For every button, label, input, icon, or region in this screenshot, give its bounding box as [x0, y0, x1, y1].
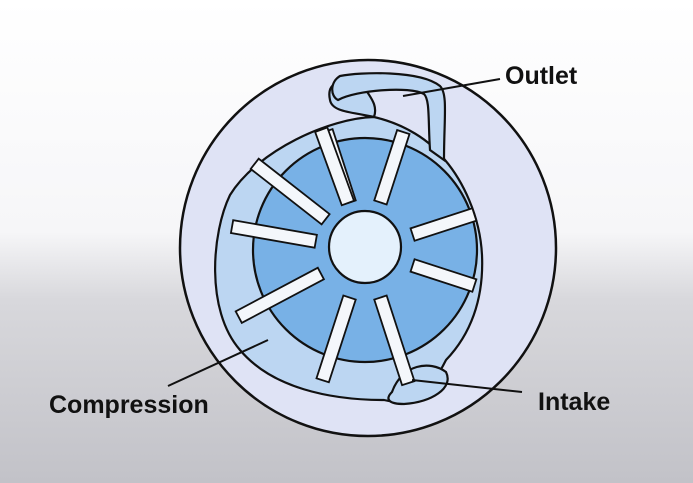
intake-label: Intake	[538, 388, 611, 416]
intake-leader-line	[411, 379, 523, 393]
compression-label: Compression	[49, 391, 209, 419]
outlet-label: Outlet	[505, 62, 578, 90]
vane	[234, 266, 326, 325]
outlet-leader-line	[402, 78, 501, 97]
vane	[315, 294, 357, 384]
vane	[373, 294, 416, 387]
outlet-port	[331, 72, 447, 163]
vane	[373, 128, 411, 206]
vane	[229, 219, 318, 249]
compression-leader-line	[167, 339, 269, 387]
rotor-hub	[327, 209, 403, 285]
vane	[313, 126, 356, 207]
vane	[409, 258, 478, 293]
vanes-group	[229, 126, 478, 387]
vane	[249, 157, 331, 226]
vane	[409, 207, 478, 242]
